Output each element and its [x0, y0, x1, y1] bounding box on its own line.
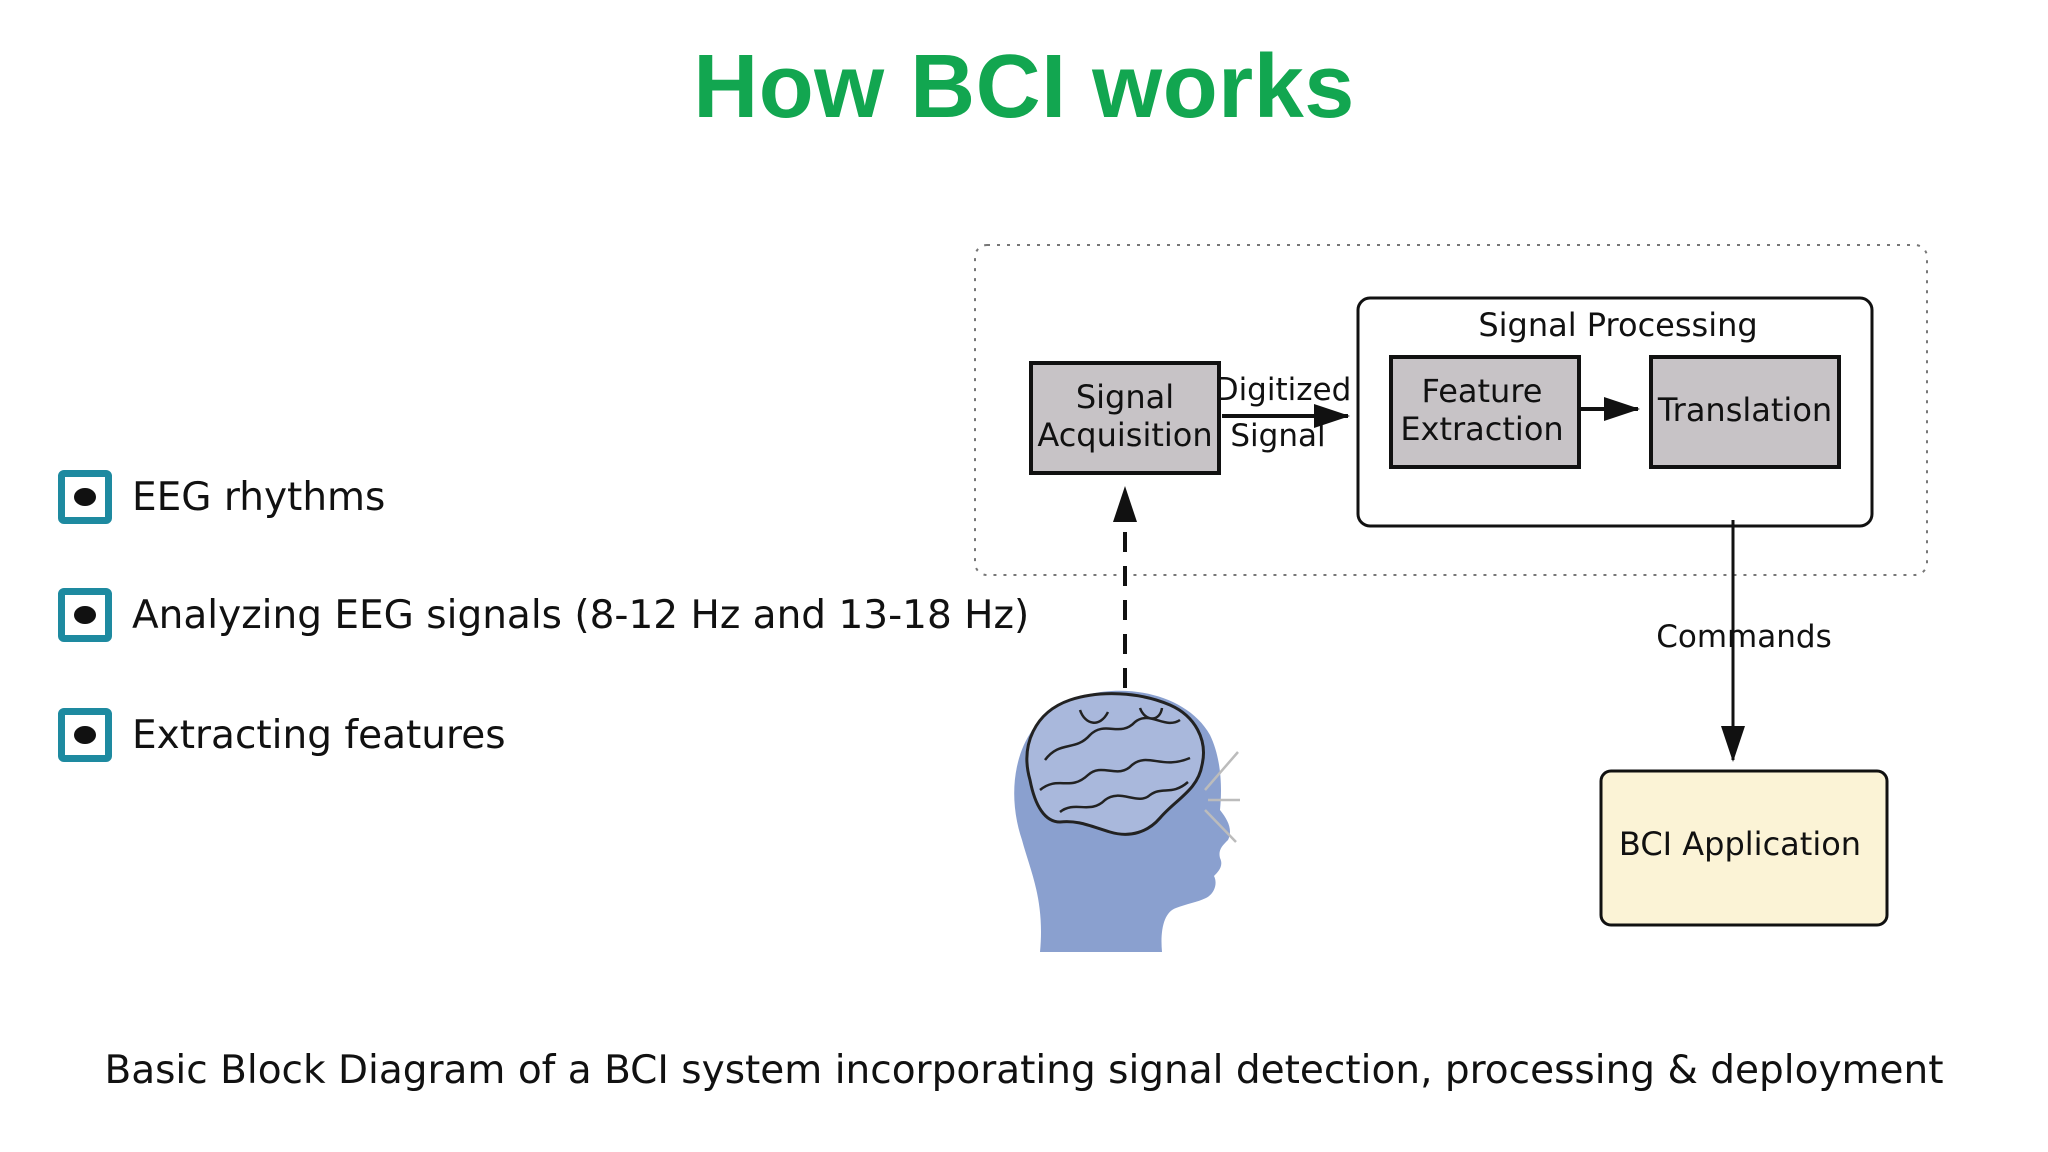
bullet-item-eeg-rhythms: EEG rhythms [58, 470, 385, 524]
signal-acquisition-line2: Acquisition [1037, 416, 1212, 454]
bullet-text: Analyzing EEG signals (8-12 Hz and 13-18… [132, 592, 1030, 638]
feature-extraction-line2: Extraction [1400, 410, 1563, 448]
digitized-signal-arrow: Digitized Signal [1215, 372, 1352, 454]
bullet-text: Extracting features [132, 712, 506, 758]
digitized-signal-line1: Digitized [1215, 372, 1352, 408]
commands-arrow: Commands [1656, 520, 1832, 762]
bci-application-block: BCI Application [1599, 769, 1889, 927]
system-boundary [974, 244, 1928, 576]
signal-acquisition-line1: Signal [1076, 378, 1174, 416]
feature-extraction-line1: Feature [1422, 372, 1543, 410]
slide-title: How BCI works [693, 37, 1355, 137]
radio-bullet-icon [58, 470, 112, 524]
diagram-caption: Basic Block Diagram of a BCI system inco… [104, 1048, 1944, 1093]
human-head-brain-icon [1014, 690, 1240, 952]
signal-processing-label: Signal Processing [1478, 306, 1757, 344]
bullet-item-analyzing-eeg: Analyzing EEG signals (8-12 Hz and 13-18… [58, 588, 1029, 642]
commands-label: Commands [1656, 619, 1831, 655]
bullet-item-extracting-features: Extracting features [58, 708, 506, 762]
translation-box [1649, 355, 1841, 469]
signal-processing-block: Signal Processing Feature Extraction Tra… [1356, 296, 1874, 528]
bci-application-label: BCI Application [1619, 825, 1861, 863]
feature-extraction-box [1389, 355, 1581, 469]
signal-acquisition-block: Signal Acquisition [1029, 361, 1221, 475]
radio-bullet-icon [58, 708, 112, 762]
translation-label: Translation [1657, 391, 1832, 429]
radio-bullet-icon [58, 588, 112, 642]
bullet-text: EEG rhythms [132, 474, 386, 520]
digitized-signal-line2: Signal [1230, 418, 1325, 454]
